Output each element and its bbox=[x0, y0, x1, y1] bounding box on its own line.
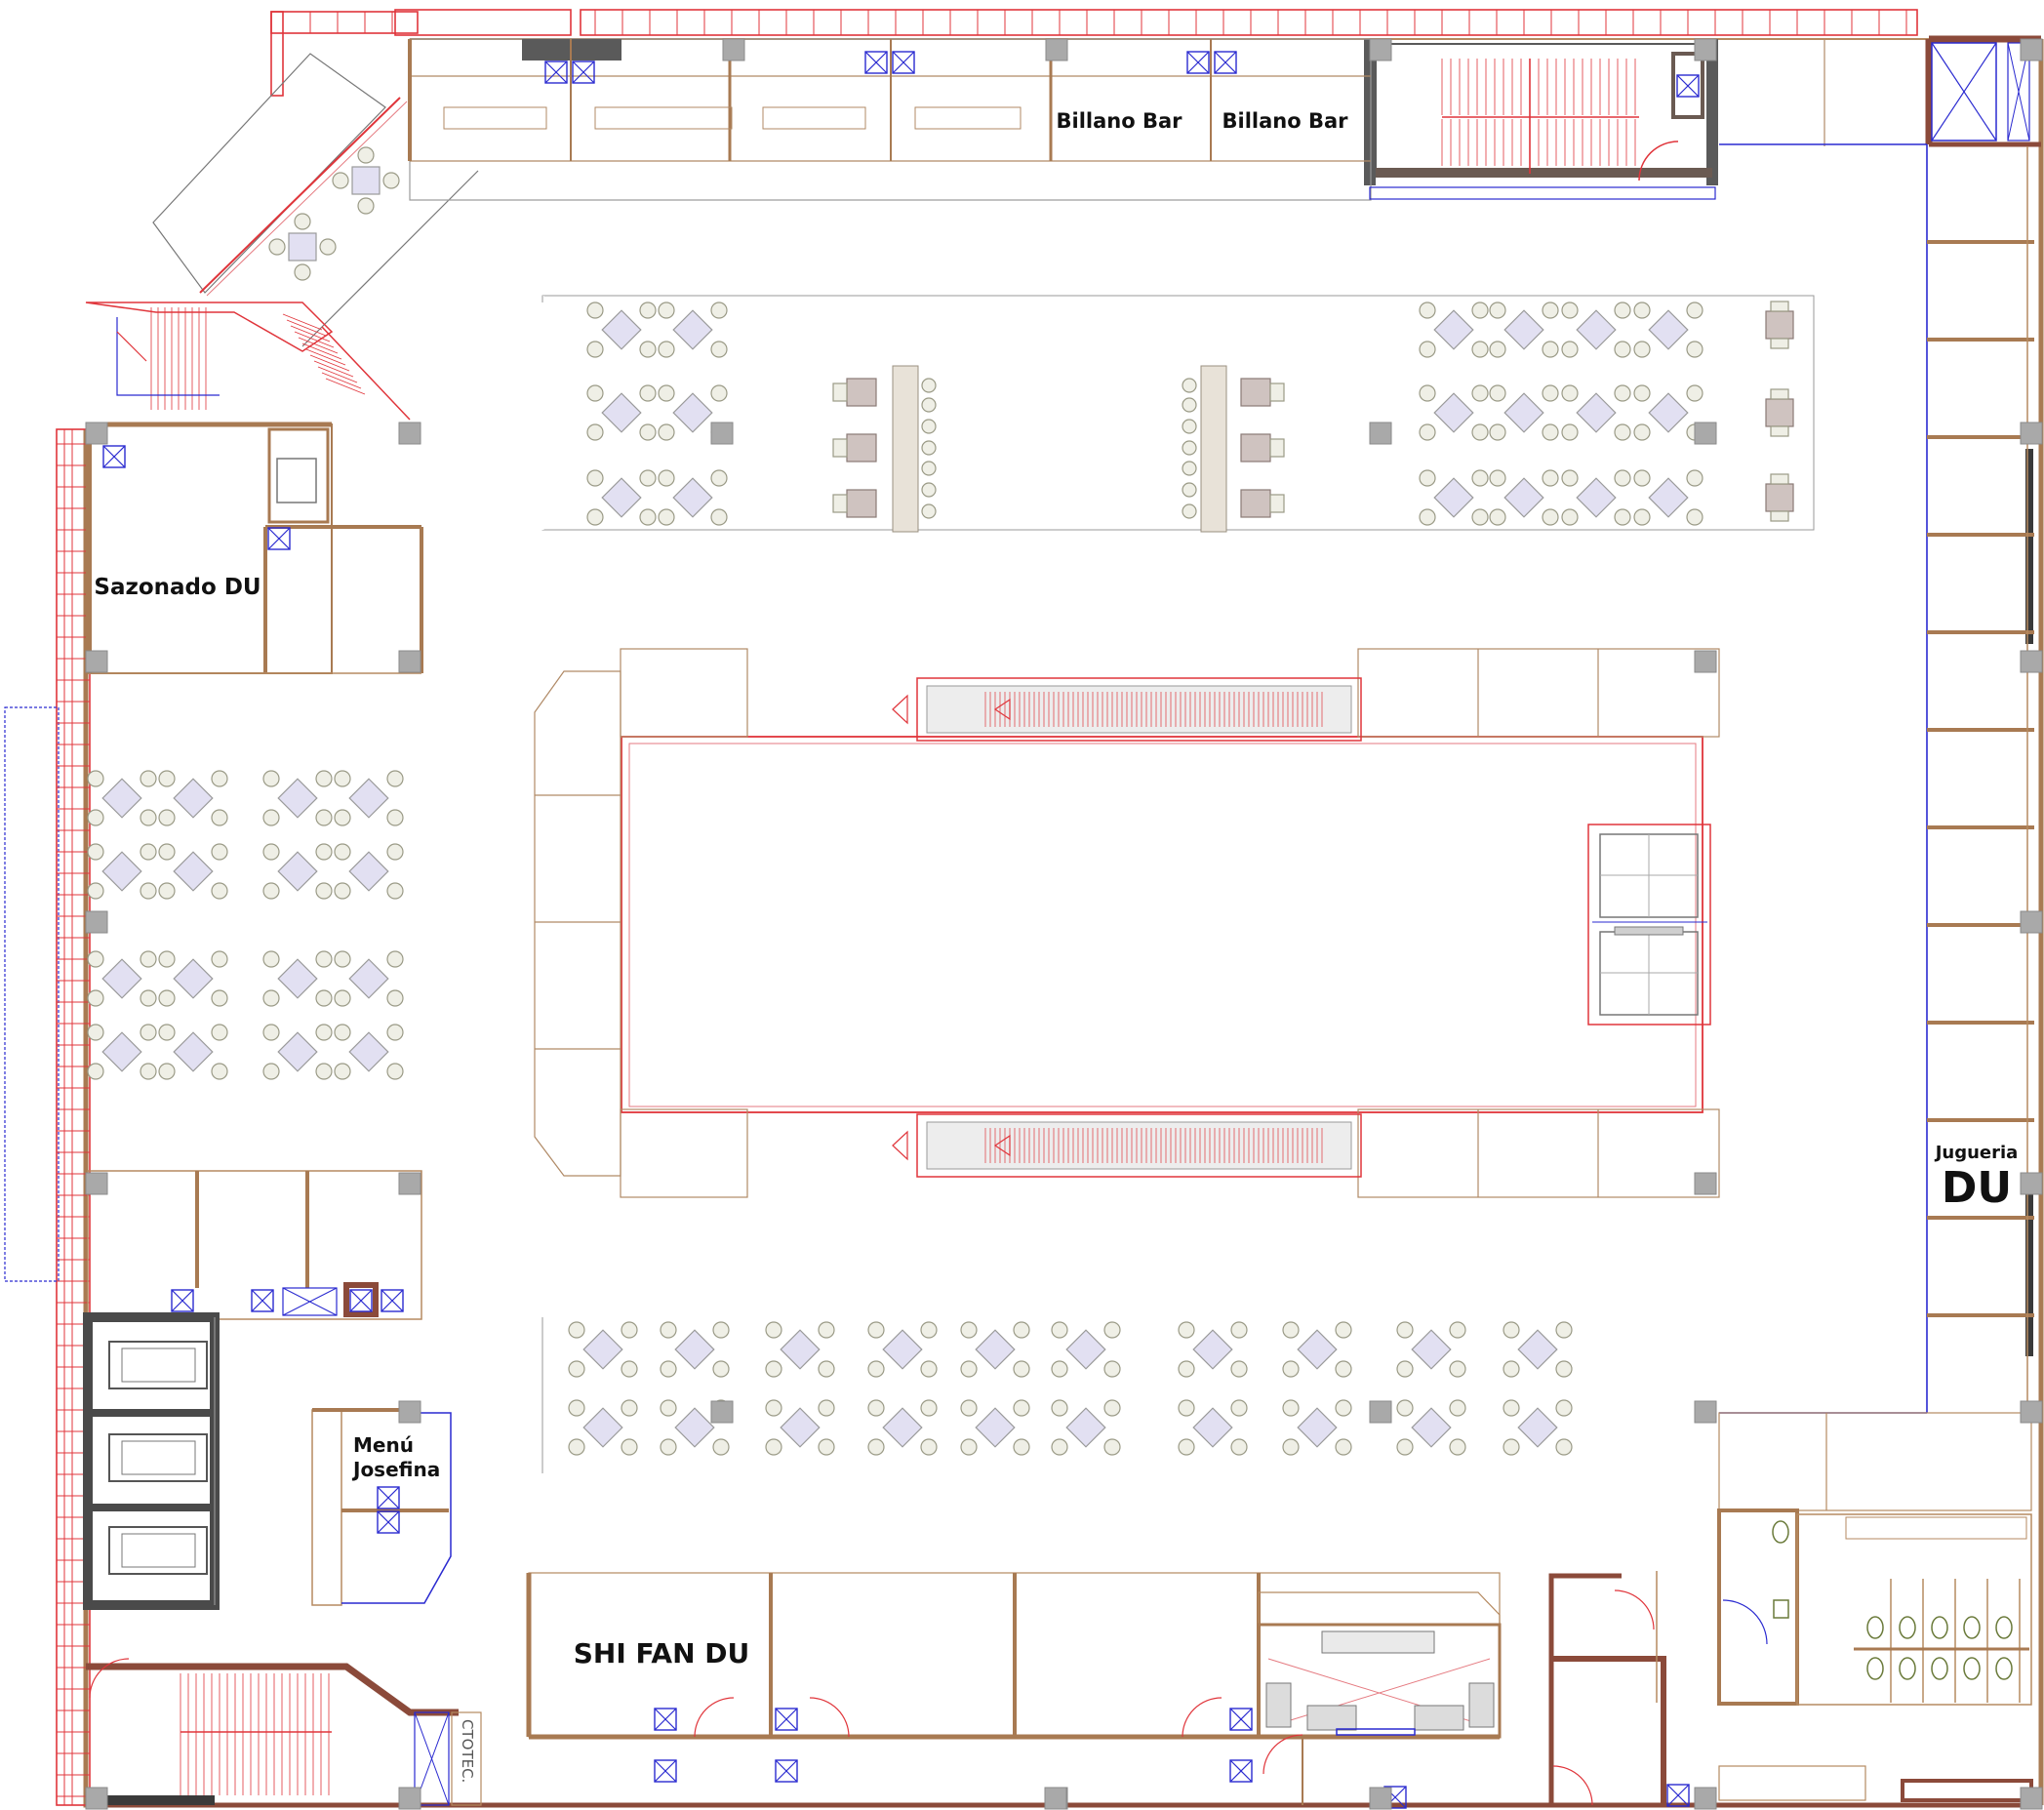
dining-table bbox=[158, 950, 228, 1007]
dining-table bbox=[87, 770, 157, 826]
dining-table bbox=[1282, 1321, 1352, 1378]
dining-table bbox=[1489, 302, 1559, 358]
dining-table bbox=[1561, 384, 1631, 441]
terrace bbox=[152, 53, 479, 347]
dining-table bbox=[960, 1321, 1030, 1378]
dining-table bbox=[1396, 1399, 1466, 1456]
dining-table bbox=[1178, 1321, 1248, 1378]
top-right-shaft bbox=[1824, 39, 2030, 146]
label-menu: Menú bbox=[353, 1433, 414, 1457]
dining-table bbox=[960, 1399, 1030, 1456]
dining-table bbox=[660, 1321, 730, 1378]
dining-table bbox=[262, 950, 333, 1007]
dining-table bbox=[334, 1024, 404, 1080]
dining-table bbox=[1489, 384, 1559, 441]
dining-table bbox=[1051, 1399, 1121, 1456]
dining-table bbox=[1419, 384, 1489, 441]
dining-table bbox=[158, 1024, 228, 1080]
label-jugueria: Jugueria bbox=[1934, 1143, 2019, 1163]
dining-table bbox=[87, 1024, 157, 1080]
dining-table bbox=[1396, 1321, 1466, 1378]
label-shi-fan-du: SHI FAN DU bbox=[574, 1637, 750, 1669]
dining-table bbox=[765, 1321, 835, 1378]
dining-table bbox=[262, 843, 333, 900]
dining-table bbox=[334, 770, 404, 826]
bottom-shops bbox=[526, 1572, 1502, 1809]
dining-table bbox=[87, 950, 157, 1007]
dining-table bbox=[262, 1024, 333, 1080]
dining-table bbox=[1633, 384, 1703, 441]
dining-table bbox=[1419, 302, 1489, 358]
dining-table bbox=[262, 770, 333, 826]
dining-table bbox=[568, 1321, 638, 1378]
top-staircase bbox=[1375, 43, 1712, 181]
dining-table bbox=[1503, 1399, 1573, 1456]
sazonado-room bbox=[86, 423, 423, 674]
dining-table bbox=[158, 843, 228, 900]
dining-table bbox=[568, 1399, 638, 1456]
dining-table bbox=[334, 843, 404, 900]
label-josefina: Josefina bbox=[351, 1458, 440, 1481]
dining-table bbox=[586, 384, 657, 441]
dining-table bbox=[586, 302, 657, 358]
bottom-right bbox=[1548, 1412, 2033, 1807]
left-dining bbox=[87, 770, 404, 1080]
label-ctotec: CTOTEC. bbox=[459, 1719, 476, 1783]
bottom-dining bbox=[541, 1317, 1573, 1473]
left-stair bbox=[85, 302, 411, 427]
dining-table bbox=[1489, 469, 1559, 526]
left-facade bbox=[4, 428, 91, 1806]
top-dining bbox=[541, 295, 1815, 533]
dining-table bbox=[658, 469, 728, 526]
dining-table bbox=[1561, 302, 1631, 358]
top-facade bbox=[270, 9, 1918, 97]
label-sazonado-du: Sazonado DU bbox=[94, 575, 261, 600]
dining-table bbox=[1503, 1321, 1573, 1378]
dining-table bbox=[1561, 469, 1631, 526]
dining-table bbox=[1282, 1399, 1352, 1456]
left-lower bbox=[83, 1170, 452, 1610]
dining-table bbox=[158, 770, 228, 826]
elevator-bank bbox=[1587, 824, 1711, 1026]
dining-table bbox=[867, 1321, 938, 1378]
dining-table bbox=[765, 1399, 835, 1456]
outer-walls bbox=[83, 35, 2044, 1808]
dining-table bbox=[1419, 469, 1489, 526]
central-atrium bbox=[534, 648, 1720, 1198]
label-billano-bar-2: Billano Bar bbox=[1222, 109, 1349, 133]
dining-table bbox=[658, 302, 728, 358]
dining-table bbox=[1051, 1321, 1121, 1378]
label-du: DU bbox=[1942, 1163, 2012, 1213]
dining-table bbox=[87, 843, 157, 900]
dining-table bbox=[1633, 302, 1703, 358]
label-billano-bar-1: Billano Bar bbox=[1057, 109, 1183, 133]
bottom-left-stair bbox=[86, 1658, 482, 1806]
dining-table bbox=[586, 469, 657, 526]
columns bbox=[85, 38, 2043, 1810]
dining-table bbox=[867, 1399, 938, 1456]
dining-table bbox=[1633, 469, 1703, 526]
dining-table bbox=[334, 950, 404, 1007]
dining-table bbox=[1178, 1399, 1248, 1456]
